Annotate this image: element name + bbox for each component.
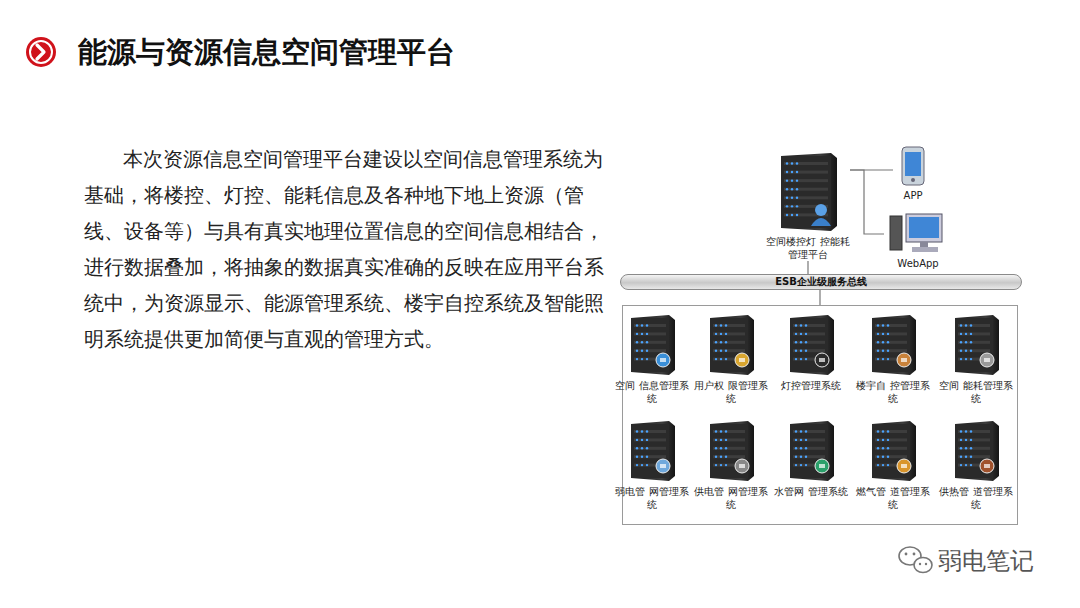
server-icon — [866, 314, 920, 376]
server-node: 弱电管 网管理系统 — [613, 420, 691, 511]
app-device: APP — [893, 146, 933, 202]
title-chevron — [37, 45, 44, 59]
server-node: 楼宇自 控管理系统 — [854, 314, 932, 405]
server-icon — [949, 314, 1003, 376]
node-label: 燃气管 道管理系统 — [854, 485, 932, 511]
computer-icon — [888, 212, 948, 254]
server-node: 空间楼控灯 控能耗管理平台 — [766, 152, 850, 261]
server-icon — [704, 420, 758, 482]
title-icon — [26, 37, 56, 67]
node-label: 用户权 限管理系统 — [692, 379, 770, 405]
bus-line — [819, 290, 820, 305]
server-icon — [866, 420, 920, 482]
node-label: 灯控管理系统 — [781, 379, 841, 392]
node-label: 水管网 管理系统 — [774, 485, 847, 498]
node-label: 空间楼控灯 控能耗管理平台 — [766, 235, 850, 261]
connector — [850, 170, 884, 234]
node-label: APP — [904, 189, 923, 202]
wechat-icon — [899, 547, 932, 573]
server-node: 用户权 限管理系统 — [692, 314, 770, 405]
server-node: 灯控管理系统 — [772, 314, 850, 392]
node-label: 空间 信息管理系统 — [613, 379, 691, 405]
server-node: 供电管 网管理系统 — [692, 420, 770, 511]
node-label: 楼宇自 控管理系统 — [854, 379, 932, 405]
body-paragraph: 本次资源信息空间管理平台建设以空间信息管理系统为基础，将楼控、灯控、能耗信息及各… — [84, 142, 606, 358]
server-icon — [625, 314, 679, 376]
service-bus: ESB企业级服务总线 — [620, 274, 1022, 290]
watermark: 弱电笔记 — [938, 545, 1034, 577]
server-icon — [784, 420, 838, 482]
server-node: 供热管 道管理系统 — [937, 420, 1015, 511]
server-icon — [775, 152, 841, 232]
server-icon — [704, 314, 758, 376]
server-icon — [625, 420, 679, 482]
phone-icon — [899, 146, 927, 186]
server-node: 空间 能耗管理系统 — [937, 314, 1015, 405]
webapp-device: WebApp — [884, 212, 952, 270]
bus-label: ESB企业级服务总线 — [775, 275, 867, 289]
node-label: 供电管 网管理系统 — [692, 485, 770, 511]
server-node: 水管网 管理系统 — [772, 420, 850, 498]
node-label: 供热管 道管理系统 — [937, 485, 1015, 511]
node-label: 空间 能耗管理系统 — [937, 379, 1015, 405]
server-node: 空间 信息管理系统 — [613, 314, 691, 405]
title-icon-ring — [30, 41, 52, 63]
server-node: 燃气管 道管理系统 — [854, 420, 932, 511]
server-icon — [784, 314, 838, 376]
node-label: WebApp — [897, 257, 938, 270]
connector — [807, 261, 808, 274]
server-icon — [949, 420, 1003, 482]
node-label: 弱电管 网管理系统 — [613, 485, 691, 511]
page-title: 能源与资源信息空间管理平台 — [78, 33, 455, 73]
